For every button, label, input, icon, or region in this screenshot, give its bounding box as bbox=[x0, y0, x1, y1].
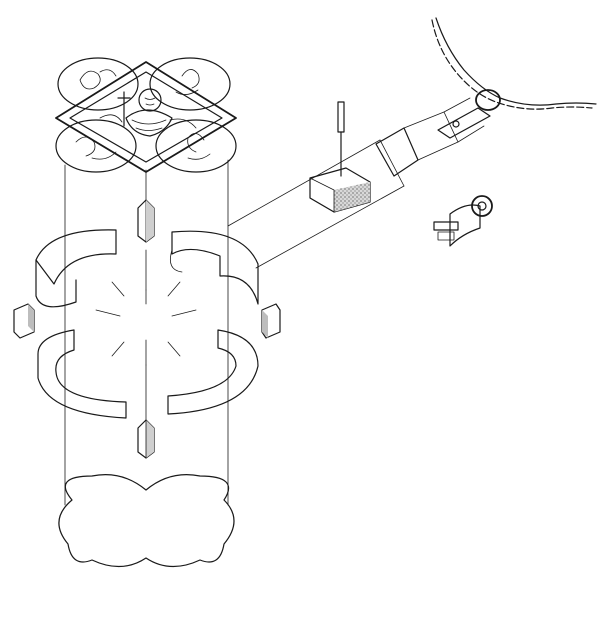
quatrefoil-base-icon bbox=[58, 474, 235, 568]
corner-block-top bbox=[137, 199, 155, 243]
suspension-arm-icon bbox=[227, 97, 485, 269]
quatrefoil-enamel-lid-icon bbox=[55, 57, 237, 173]
curved-wall-segment-bottom-right bbox=[167, 329, 259, 415]
hinge-eyelet-icon bbox=[433, 195, 493, 247]
corner-block-left bbox=[13, 303, 35, 339]
curved-wall-segment-top-right bbox=[169, 230, 259, 305]
twisted-cord-icon bbox=[431, 17, 597, 110]
corner-block-bottom bbox=[137, 419, 155, 459]
center-construction-marks bbox=[95, 281, 197, 366]
curved-wall-segment-top-left bbox=[35, 229, 117, 308]
arm-eyelet-icon bbox=[437, 89, 501, 139]
corner-block-right bbox=[261, 303, 281, 339]
curved-wall-segment-bottom-left bbox=[37, 329, 127, 419]
